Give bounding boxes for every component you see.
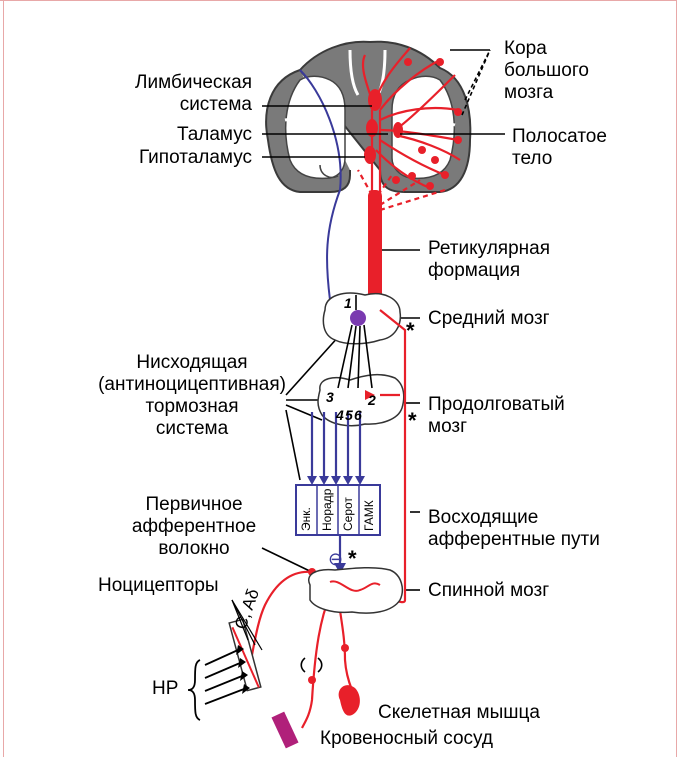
limbic-label-line2: система	[60, 94, 252, 116]
limbic-label: Лимбическая система	[60, 72, 252, 116]
striatum-label: Полосатое тело	[512, 126, 607, 170]
nucleus-number-4: 4	[336, 408, 344, 422]
hp-brace	[188, 660, 200, 720]
primary-afferent-line3: волокно	[124, 538, 264, 560]
primary-afferent-line1: Первичное	[124, 494, 264, 516]
striatum-label-line1: Полосатое	[512, 126, 607, 148]
descending-label-line2: (антиноцицептивная)	[92, 374, 292, 396]
striatum-label-line2: тело	[512, 148, 607, 170]
blood-vessel-label: Кровеносный сосуд	[320, 728, 493, 750]
mediator-serot: Серот	[341, 497, 355, 531]
medulla-label-line2: мозг	[428, 416, 565, 438]
ascending-label-line1: Восходящие	[428, 507, 600, 529]
blood-vessel-shape	[271, 712, 298, 749]
reticular-label: Ретикулярная формация	[428, 238, 550, 282]
spinal-cord-label: Спинной мозг	[428, 580, 549, 602]
ascending-label: Восходящие афферентные пути	[428, 507, 600, 551]
inhibition-sign: ⊖	[328, 548, 343, 570]
mediator-gaba: ГАМК	[362, 500, 376, 531]
medulla-label: Продолговатый мозг	[428, 394, 565, 438]
hypothalamus-label: Гипоталамус	[60, 147, 252, 169]
limbic-label-line1: Лимбическая	[60, 72, 252, 94]
nucleus-number-6: 6	[354, 408, 362, 422]
cortex-label: Кора большого мозга	[504, 38, 589, 104]
hp-label: НР	[152, 678, 178, 700]
descending-label-line4: система	[92, 418, 292, 440]
midbrain-label: Средний мозг	[428, 308, 550, 330]
cortex-label-line3: мозга	[504, 82, 589, 104]
nucleus-number-3: 3	[326, 390, 334, 404]
nucleus-number-2: 2	[368, 393, 376, 407]
thalamus-label: Таламус	[60, 124, 252, 146]
mediator-enk: Энк.	[299, 507, 313, 531]
primary-afferent-line2: афферентное	[124, 516, 264, 538]
nucleus-number-5: 5	[345, 408, 353, 422]
cortex-label-line1: Кора	[504, 38, 589, 60]
spinal-star: *	[348, 548, 357, 570]
descending-label-line3: тормозная	[92, 396, 292, 418]
medulla-label-line1: Продолговатый	[428, 394, 565, 416]
cortex-label-line2: большого	[504, 60, 589, 82]
medulla-star: *	[408, 410, 417, 432]
nociceptors-label: Ноцицепторы	[98, 575, 219, 597]
nucleus-number-1: 1	[344, 296, 352, 310]
ascending-label-line2: афферентные пути	[428, 529, 600, 551]
ganglion-symbol	[301, 658, 322, 672]
reticular-label-line2: формация	[428, 260, 550, 282]
primary-afferent-label: Первичное афферентное волокно	[124, 494, 264, 560]
descending-system-label: Нисходящая (антиноцицептивная) тормозная…	[92, 352, 292, 440]
midbrain-star: *	[406, 320, 415, 342]
mediator-noradr: Норадр	[320, 489, 334, 531]
skeletal-muscle-label: Скелетная мышца	[378, 702, 540, 724]
descending-label-line1: Нисходящая	[92, 352, 292, 374]
spinal-cord-section	[309, 568, 403, 613]
skeletal-muscle-shape	[339, 685, 360, 716]
reticular-label-line1: Ретикулярная	[428, 238, 550, 260]
